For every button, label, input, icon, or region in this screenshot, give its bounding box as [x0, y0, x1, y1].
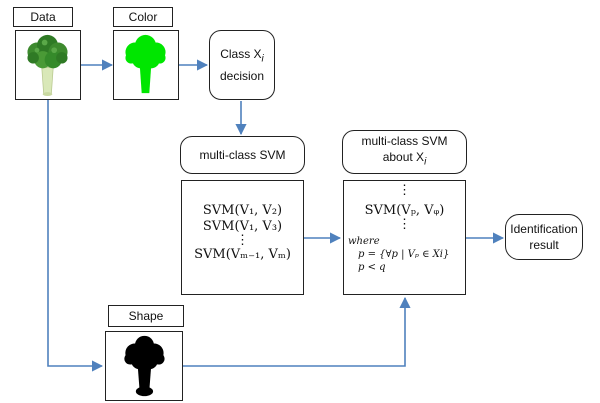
label-color: Color [113, 7, 173, 27]
svm-right-title-line1: multi-class SVM [361, 134, 448, 149]
color-image [113, 30, 179, 100]
identification-result-box: Identification result [505, 214, 583, 260]
svm-left-line-1: SVM(V₁, V₂) [202, 203, 283, 218]
shape-mask-icon [124, 335, 165, 397]
green-mask-icon [125, 34, 166, 94]
arrow-data-to-shape [47, 100, 104, 372]
svm-left-line-4: SVM(Vₘ₋₁, Vₘ) [194, 247, 291, 262]
label-shape: Shape [108, 305, 184, 327]
result-line2: result [529, 238, 559, 252]
svm-right-dots-bottom: ⋮ [398, 217, 411, 232]
svm-right-title-text: about X [382, 150, 425, 165]
class-decision-box: Class Xi decision [209, 30, 275, 100]
svm-right-dots-top: ⋮ [398, 183, 411, 198]
class-decision-subscript: i [261, 53, 264, 65]
svm-right-main: SVM(Vₚ, Vᵩ) [364, 203, 445, 218]
label-shape-text: Shape [128, 309, 164, 323]
data-image [15, 30, 81, 100]
shape-image [105, 331, 183, 401]
svm-left-panel: SVM(V₁, V₂) SVM(V₁, V₃) ⋮ SVM(Vₘ₋₁, Vₘ) [181, 180, 304, 295]
svm-right-title-subscript: i [424, 156, 427, 168]
svm-right-cond1: p = {∀p | Vₚ ∈ Xi} [358, 249, 450, 260]
svm-left-title: multi-class SVM [199, 148, 286, 162]
svm-right-title-line2: about Xi [383, 149, 427, 170]
svm-right-where: where [348, 236, 380, 247]
class-decision-text: Class X [220, 47, 262, 62]
broccoli-icon [27, 34, 68, 96]
label-data-text: Data [30, 10, 56, 24]
result-line1: Identification [510, 222, 578, 236]
svm-left-line-3: ⋮ [236, 233, 249, 248]
class-decision-line1: Class Xi [220, 46, 264, 67]
class-decision-line2: decision [219, 68, 265, 83]
svm-right-cond2: p < q [358, 262, 386, 273]
svm-right-title-box: multi-class SVM about Xi [342, 130, 467, 174]
label-data: Data [13, 7, 73, 27]
arrow-shape-to-svm [183, 296, 411, 367]
svm-left-line-2: SVM(V₁, V₃) [202, 219, 283, 234]
label-color-text: Color [128, 10, 158, 24]
svm-left-title-box: multi-class SVM [180, 136, 305, 174]
svm-right-panel: ⋮ SVM(Vₚ, Vᵩ) ⋮ where p = {∀p | Vₚ ∈ Xi}… [343, 180, 466, 295]
